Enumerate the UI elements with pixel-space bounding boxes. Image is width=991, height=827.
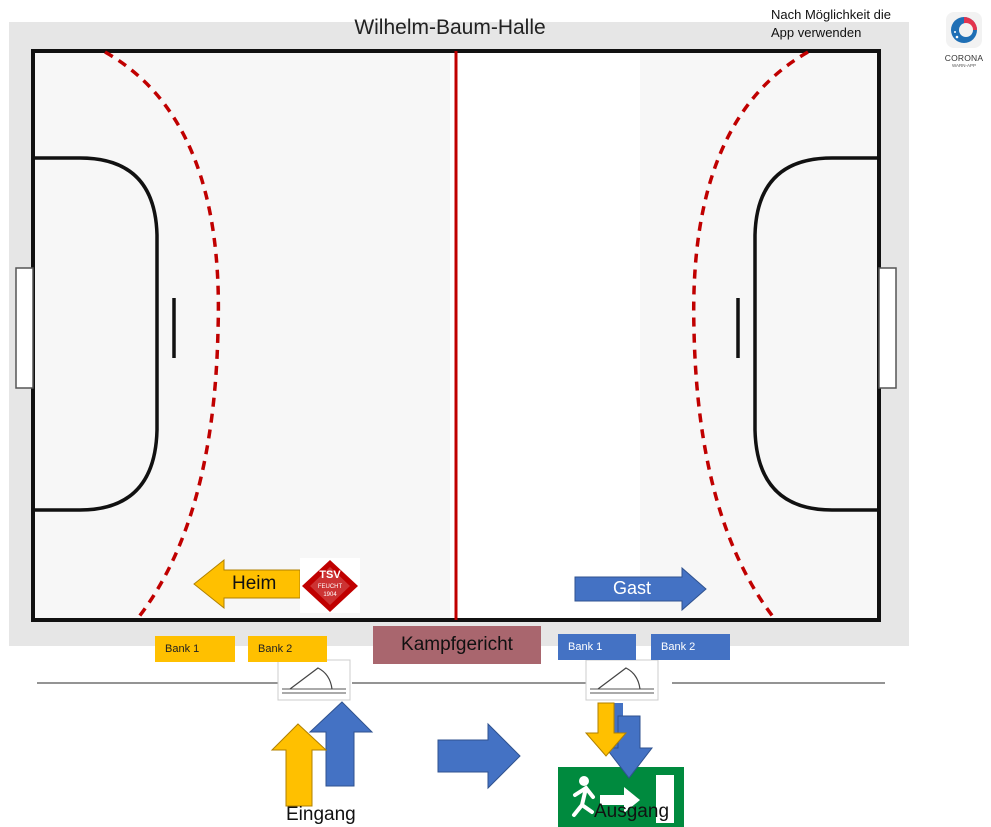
app-hint-line-2: App verwenden bbox=[771, 25, 862, 40]
officials-table: Kampfgericht bbox=[373, 626, 541, 664]
club-logo-subtext: FEUCHT bbox=[317, 584, 343, 590]
exit-guest-arrow bbox=[604, 715, 654, 779]
guest-bench-2: Bank 2 bbox=[651, 634, 730, 660]
hall-title: Wilhelm-Baum-Halle bbox=[354, 16, 546, 39]
guest-arrow bbox=[574, 566, 707, 612]
home-bench-1: Bank 1 bbox=[155, 636, 235, 662]
app-logo-name: CORONA bbox=[944, 53, 984, 63]
goal-left bbox=[15, 267, 34, 389]
corona-warn-app-logo: CORONA WARN-APP bbox=[942, 10, 986, 74]
guest-label: Gast bbox=[613, 578, 652, 598]
guest-bench-1: Bank 1 bbox=[558, 634, 636, 660]
club-logo-year: 1904 bbox=[323, 592, 337, 598]
free-throw-line-right bbox=[691, 50, 809, 620]
walkway-arrow bbox=[437, 722, 521, 790]
goal-area-right bbox=[753, 156, 879, 512]
app-hint: Nach Möglichkeit die App verwenden bbox=[771, 6, 891, 42]
exit-sign bbox=[558, 767, 684, 827]
home-label: Heim bbox=[232, 573, 277, 594]
exit-label: Ausgang bbox=[594, 801, 670, 822]
app-logo-subtitle: WARN-APP bbox=[951, 63, 977, 68]
goal-right bbox=[878, 267, 897, 389]
entrance-home-arrow bbox=[270, 723, 328, 807]
corona-warn-app-icon bbox=[946, 12, 982, 48]
free-throw-line-left bbox=[104, 50, 221, 620]
club-logo bbox=[300, 558, 360, 613]
app-hint-line-1: Nach Möglichkeit die bbox=[771, 7, 891, 22]
goal-area-left bbox=[33, 156, 159, 512]
home-bench-2: Bank 2 bbox=[248, 636, 327, 662]
entrance-door-icon bbox=[277, 659, 351, 701]
exit-door-icon bbox=[585, 659, 659, 701]
entrance-guest-arrow bbox=[308, 701, 374, 787]
exit-home-arrow bbox=[584, 702, 628, 757]
club-logo-text: TSV bbox=[319, 569, 341, 581]
entrance-label: Eingang bbox=[286, 804, 356, 825]
